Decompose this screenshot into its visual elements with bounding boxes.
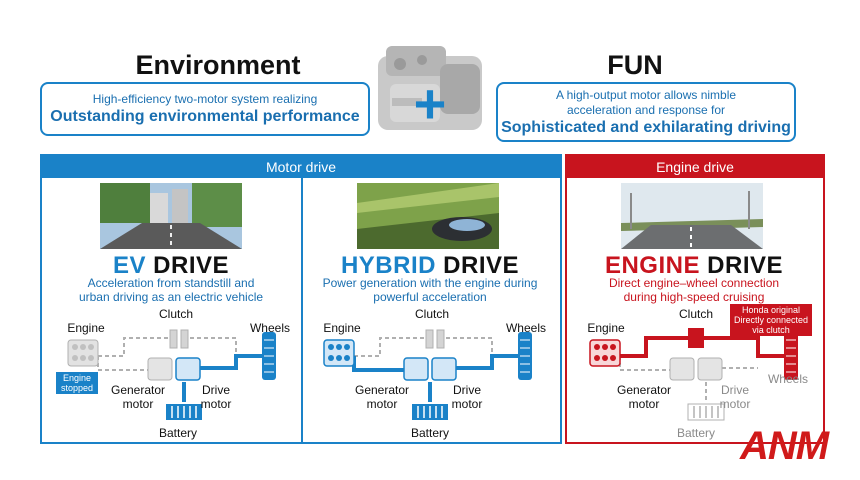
- ev-engine-label: Engine: [67, 321, 105, 335]
- engine-drive-label: Drive motor: [712, 383, 758, 411]
- hybrid-desc-line1: Power generation with the engine during: [322, 276, 538, 290]
- ev-photo: [100, 183, 242, 249]
- powertrain-image: [370, 38, 490, 142]
- engine-drive-panel: Engine drive: [565, 154, 825, 444]
- hybrid-clutch-label: Clutch: [414, 307, 449, 321]
- ev-drive-label: Drive motor: [193, 383, 239, 411]
- engine-drive-line2: motor: [719, 397, 751, 411]
- honda-original-tag: Honda original Directly connected via cl…: [730, 304, 812, 336]
- ev-generator-line2: motor: [122, 397, 154, 411]
- fun-callout: A high-output motor allows nimble accele…: [496, 82, 796, 142]
- engine-photo: [621, 183, 763, 249]
- hybrid-engine-block: [323, 339, 355, 367]
- ev-drive-title: EV DRIVE: [60, 252, 282, 280]
- ev-diagram: [67, 329, 276, 420]
- ev-drive-word: DRIVE: [153, 252, 230, 279]
- engine-word: ENGINE: [604, 252, 700, 279]
- hybrid-engine-label: Engine: [323, 321, 361, 335]
- ev-drive-motor: [175, 357, 201, 381]
- ev-battery-label: Battery: [158, 426, 197, 440]
- hybrid-desc-line2: powerful acceleration: [373, 290, 487, 304]
- ev-desc: Acceleration from standstill and urban d…: [55, 276, 287, 304]
- engine-diagram: [589, 328, 798, 421]
- hybrid-drive-label: Drive motor: [444, 383, 490, 411]
- engine-battery-label: Battery: [676, 426, 715, 440]
- honda-original-line3: via clutch: [752, 325, 790, 335]
- hybrid-drive-word: DRIVE: [443, 252, 520, 279]
- environment-callout: High-efficiency two-motor system realizi…: [40, 82, 370, 136]
- motor-drive-band: Motor drive: [42, 156, 560, 178]
- hybrid-drive-motor: [431, 357, 457, 381]
- engine-clutch-label: Clutch: [678, 307, 713, 321]
- engine-generator-label: Generator motor: [612, 383, 676, 411]
- engine-desc-line2: during high-speed cruising: [623, 290, 765, 304]
- ev-word: EV: [112, 252, 146, 279]
- engine-generator-line2: motor: [628, 397, 660, 411]
- environment-callout-line2: Outstanding environmental performance: [50, 108, 360, 125]
- ev-generator-label: Generator motor: [106, 383, 170, 411]
- engine-drive-title: ENGINE DRIVE: [570, 252, 818, 280]
- hybrid-generator-line1: Generator: [354, 383, 410, 397]
- engine-generator-motor: [669, 357, 695, 381]
- ev-engine-stopped-tag: Engine stopped: [56, 372, 98, 394]
- ev-generator-motor: [147, 357, 173, 381]
- ev-drive-line1: Drive: [201, 383, 230, 397]
- hybrid-drive-line2: motor: [451, 397, 483, 411]
- hybrid-diagram: [323, 329, 532, 420]
- environment-heading: Environment: [135, 50, 301, 80]
- engine-drive-line1: Drive: [720, 383, 749, 397]
- fun-callout-line2: Sophisticated and exhilarating driving: [501, 119, 791, 136]
- engine-drive-motor: [697, 357, 723, 381]
- ev-engine-stopped-line2: stopped: [60, 383, 94, 393]
- engine-desc-line1: Direct engine–wheel connection: [608, 276, 780, 290]
- ev-generator-line1: Generator: [110, 383, 166, 397]
- hybrid-clutch: [425, 329, 434, 349]
- fun-heading: FUN: [607, 50, 663, 80]
- hybrid-desc: Power generation with the engine during …: [306, 276, 554, 304]
- honda-original-line2: Directly connected: [733, 315, 809, 325]
- hybrid-generator-label: Generator motor: [350, 383, 414, 411]
- ev-wheels-label: Wheels: [249, 321, 290, 335]
- hybrid-generator-line2: motor: [366, 397, 398, 411]
- hybrid-drive-line1: Drive: [452, 383, 481, 397]
- ev-desc-line1: Acceleration from standstill and: [87, 276, 255, 290]
- hybrid-battery-label: Battery: [410, 426, 449, 440]
- plus-sign: +: [413, 72, 447, 135]
- engine-wheels-label: Wheels: [767, 372, 808, 386]
- anm-watermark: ANM: [740, 424, 829, 468]
- ev-engine-block: [67, 339, 99, 367]
- panel-divider: [301, 178, 303, 442]
- fun-callout-line1b: acceleration and response for: [566, 103, 726, 117]
- hybrid-photo: [357, 183, 499, 249]
- hybrid-wheels-label: Wheels: [505, 321, 546, 335]
- ev-drive-line2: motor: [200, 397, 232, 411]
- hybrid-drive-title: HYBRID DRIVE: [310, 252, 550, 280]
- ev-clutch: [169, 329, 178, 349]
- fun-callout-line1: A high-output motor allows nimble: [555, 88, 737, 102]
- hybrid-word: HYBRID: [340, 252, 436, 279]
- environment-callout-line1: High-efficiency two-motor system realizi…: [92, 92, 318, 106]
- engine-generator-line1: Generator: [616, 383, 672, 397]
- engine-drive-band: Engine drive: [567, 156, 823, 178]
- honda-original-line1: Honda original: [741, 305, 801, 315]
- engine-engine-label: Engine: [587, 321, 625, 335]
- engine-desc: Direct engine–wheel connection during hi…: [572, 276, 816, 304]
- ev-desc-line2: urban driving as an electric vehicle: [78, 290, 264, 304]
- engine-clutch: [688, 328, 704, 348]
- ev-engine-stopped-line1: Engine: [62, 373, 92, 383]
- engine-drive-word: DRIVE: [707, 252, 784, 279]
- engine-engine-block: [589, 339, 621, 367]
- hybrid-generator-motor: [403, 357, 429, 381]
- ev-clutch-label: Clutch: [158, 307, 193, 321]
